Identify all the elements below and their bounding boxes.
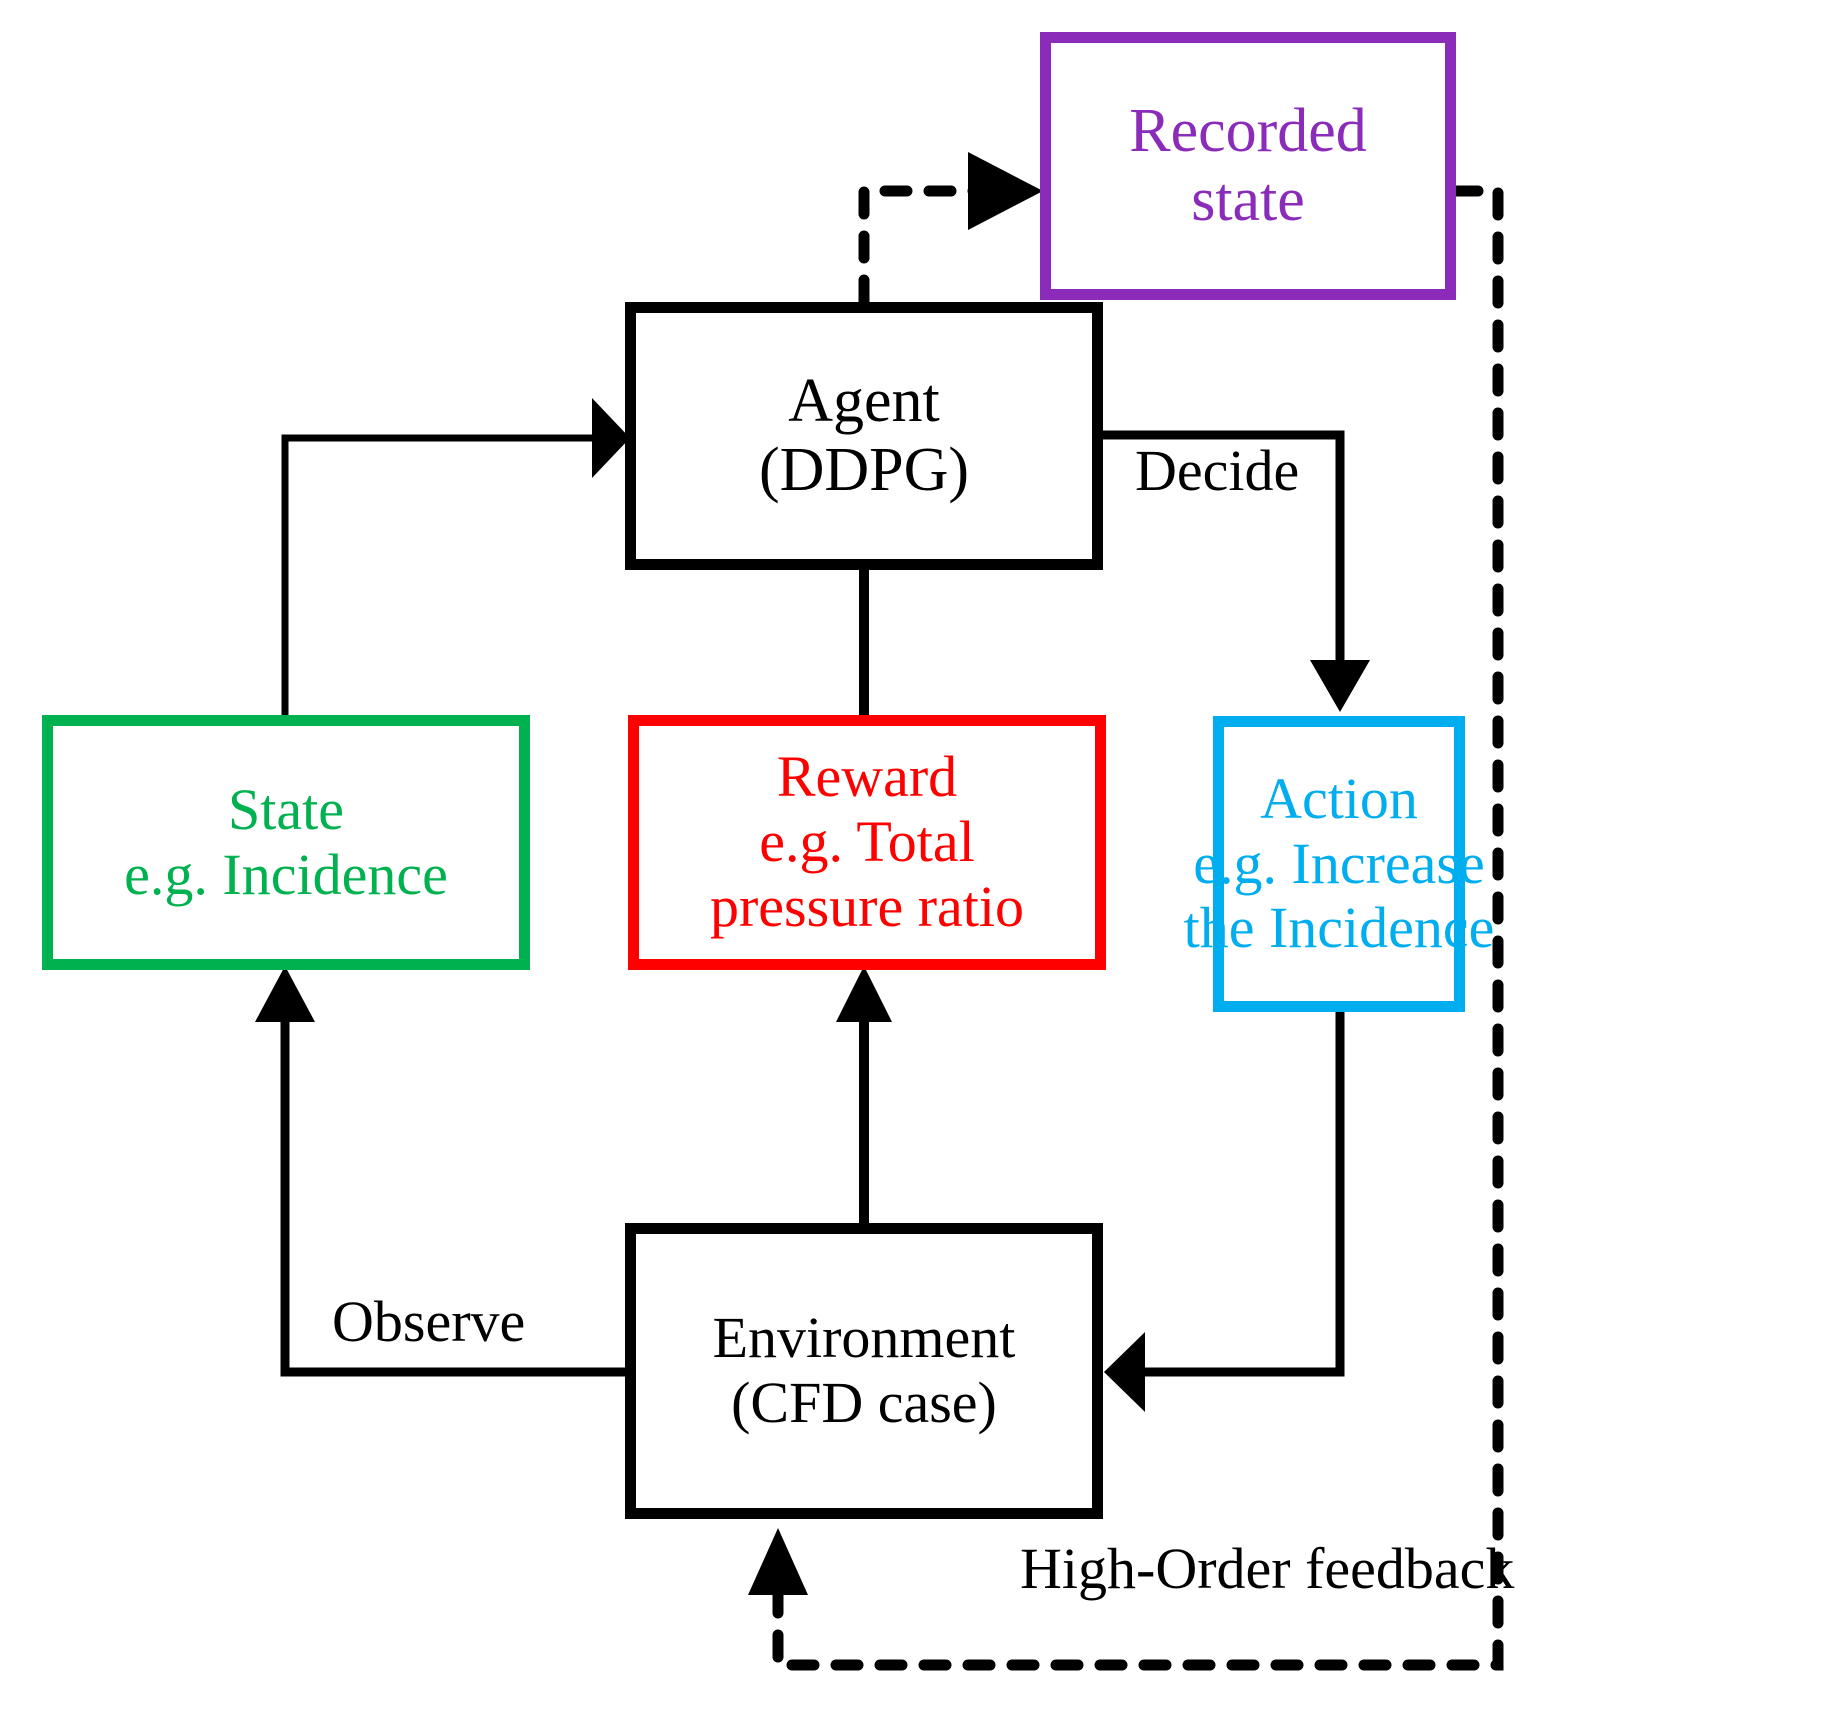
arrowhead-down-into-action [1310,660,1370,712]
recorded-state-line-2: state [1191,166,1305,234]
edge-agent-to-action [1100,430,1370,712]
edge-environment-to-state [255,966,625,1377]
state-line-1: State [228,776,344,842]
edge-label-high-order-feedback: High-Order feedback [1020,1536,1515,1601]
action-line-1: Action [1260,765,1418,831]
agent-line-2: (DDPG) [758,436,970,504]
arrowhead-up-into-state [255,966,315,1022]
action-line-3: the Incidence [1183,895,1495,961]
node-action[interactable]: Action e.g. Increase the Incidence [1184,716,1494,1012]
agent-line-1: Agent [788,366,940,435]
node-environment[interactable]: Environment (CFD case) [625,1223,1103,1519]
node-reward[interactable]: Reward e.g. Total pressure ratio [628,715,1106,970]
node-state[interactable]: State e.g. Incidence [42,715,530,970]
edge-state-to-agent [281,398,630,722]
arrowhead-right-into-agent [592,398,630,478]
recorded-state-line-1: Recorded [1129,96,1367,165]
state-line-2: e.g. Incidence [124,841,448,907]
edge-label-observe: Observe [332,1289,526,1354]
arrowhead-right-into-recorded-state [968,152,1043,230]
reward-line-2: e.g. Total [759,809,975,875]
edge-label-decide: Decide [1135,438,1300,503]
environment-line-1: Environment [712,1305,1016,1371]
reward-line-3: pressure ratio [709,873,1025,939]
action-line-2: e.g. Increase [1193,830,1485,896]
node-agent[interactable]: Agent (DDPG) [625,302,1103,570]
arrowhead-left-into-environment [1104,1332,1145,1412]
edge-agent-to-recorded-state [858,152,1043,308]
reward-line-1: Reward [776,744,958,810]
environment-line-2: (CFD case) [731,1370,997,1435]
arrowhead-up-into-environment [748,1528,808,1595]
edge-environment-to-reward [836,966,892,1223]
node-recorded-state[interactable]: Recorded state [1040,32,1456,300]
edge-recorded-state-to-environment [748,185,1504,1671]
edge-action-to-environment [1104,1012,1345,1412]
arrowhead-up-into-reward [836,966,892,1022]
